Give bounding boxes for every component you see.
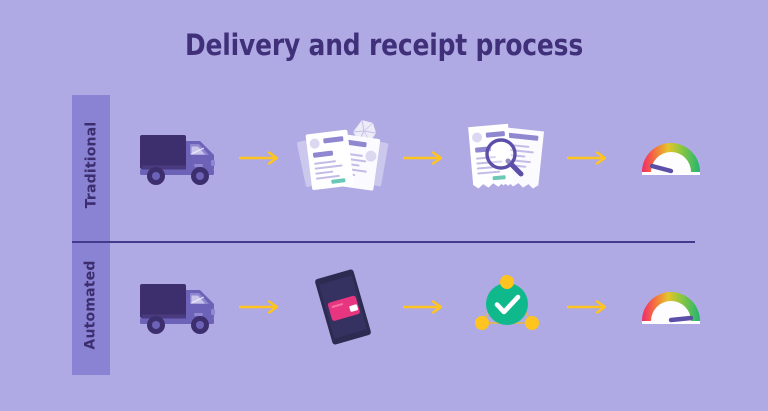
step-mobile-capture bbox=[294, 257, 392, 357]
check-network-icon bbox=[475, 275, 539, 330]
arrow-right-icon bbox=[239, 300, 279, 314]
receipt-card bbox=[327, 295, 360, 321]
flow-arrow-2-automated bbox=[392, 257, 458, 357]
row-label-band bbox=[72, 95, 110, 375]
network-node bbox=[500, 275, 514, 289]
step-paper-documents-pile bbox=[294, 108, 392, 208]
step-performance-gauge-high bbox=[622, 257, 720, 357]
gauge-needle bbox=[668, 315, 694, 323]
messy-papers-icon bbox=[296, 119, 389, 191]
flow-arrow-3-traditional bbox=[556, 108, 622, 208]
arrow-right-icon bbox=[239, 151, 279, 165]
arrow-right-icon bbox=[567, 300, 607, 314]
flow-arrow-2-traditional bbox=[392, 108, 458, 208]
step-automated-approval bbox=[458, 257, 556, 357]
process-row-traditional bbox=[130, 103, 720, 213]
documents-magnifier-icon bbox=[468, 123, 545, 189]
row-label-automated: Automated bbox=[72, 235, 110, 375]
tablet-card-icon bbox=[315, 269, 371, 345]
gauge-needle bbox=[649, 163, 674, 174]
process-row-automated bbox=[130, 252, 720, 362]
row-label-traditional: Traditional bbox=[72, 95, 110, 235]
row-label-automated-text: Automated bbox=[83, 260, 100, 350]
gauge-icon bbox=[642, 143, 700, 175]
check-circle bbox=[486, 283, 528, 325]
flow-arrow-1-traditional bbox=[228, 108, 294, 208]
step-performance-gauge-low bbox=[622, 108, 720, 208]
flow-arrow-1-automated bbox=[228, 257, 294, 357]
step-delivery-truck-traditional bbox=[130, 108, 228, 208]
step-manual-invoice-review bbox=[458, 108, 556, 208]
row-divider bbox=[72, 241, 695, 243]
gauge-icon bbox=[642, 292, 700, 324]
row-label-traditional-text: Traditional bbox=[83, 121, 99, 209]
network-node bbox=[475, 316, 489, 330]
step-delivery-truck-automated bbox=[130, 257, 228, 357]
magnifier-icon bbox=[485, 138, 524, 177]
check-mark-icon bbox=[494, 294, 521, 315]
page-title: Delivery and receipt process bbox=[184, 28, 584, 62]
flow-arrow-3-automated bbox=[556, 257, 622, 357]
arrow-right-icon bbox=[403, 300, 443, 314]
truck-icon bbox=[140, 135, 215, 185]
network-node bbox=[525, 316, 539, 330]
arrow-right-icon bbox=[567, 151, 607, 165]
truck-icon bbox=[140, 284, 215, 334]
arrow-right-icon bbox=[403, 151, 443, 165]
